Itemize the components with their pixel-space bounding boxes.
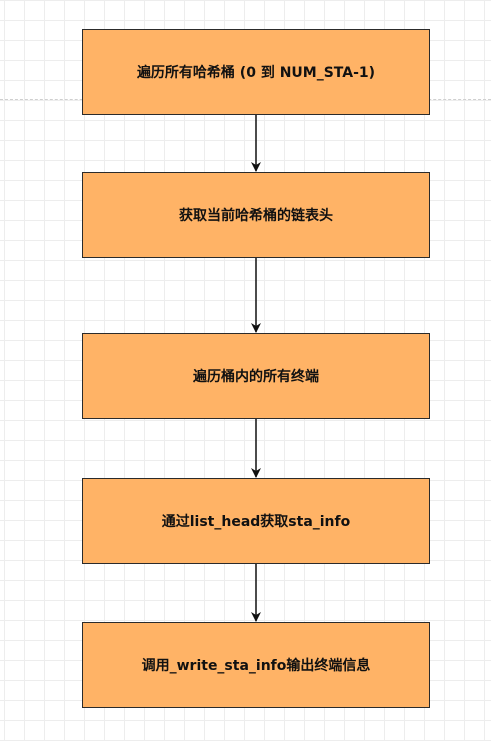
flow-node-label: 获取当前哈希桶的链表头 (179, 208, 333, 224)
flow-node-label: 调用_write_sta_info输出终端信息 (141, 658, 371, 674)
flow-node-label: 通过list_head获取sta_info (161, 514, 351, 530)
flow-node-write-sta-info[interactable]: 调用_write_sta_info输出终端信息 (82, 622, 430, 708)
flow-node-get-list-head[interactable]: 获取当前哈希桶的链表头 (82, 172, 430, 258)
flow-node-label: 遍历桶内的所有终端 (193, 369, 319, 385)
flow-node-get-sta-info[interactable]: 通过list_head获取sta_info (82, 478, 430, 564)
flow-node-iterate-hash-buckets[interactable]: 遍历所有哈希桶 (0 到 NUM_STA-1) (82, 29, 430, 115)
flow-node-label: 遍历所有哈希桶 (0 到 NUM_STA-1) (136, 65, 376, 81)
flow-node-iterate-stations[interactable]: 遍历桶内的所有终端 (82, 333, 430, 419)
